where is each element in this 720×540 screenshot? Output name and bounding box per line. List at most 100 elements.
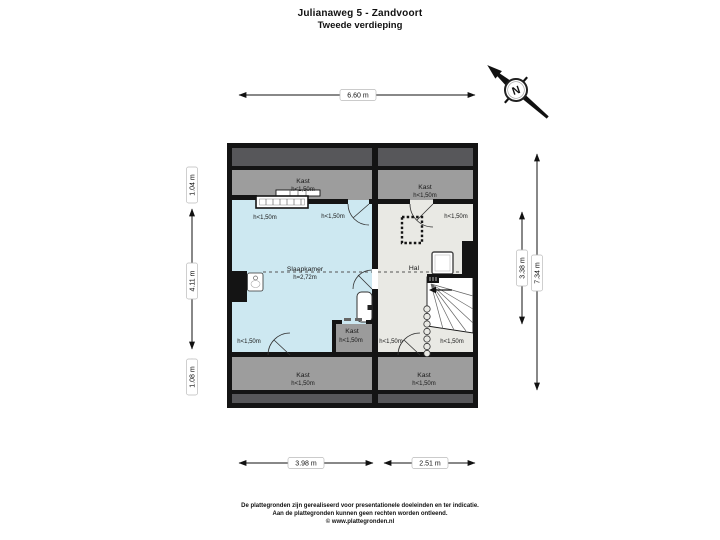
eaves-bottom-left: [232, 394, 372, 403]
dim-label-left-top: 1.04 m: [186, 166, 198, 204]
wall-slaapkamer-bottom-a: [232, 352, 268, 357]
wall-hal-bottom-b: [420, 352, 473, 357]
stairs-top-edge: [427, 274, 473, 278]
svg-text:7.34 m: 7.34 m: [535, 262, 542, 284]
door-kastBR: [397, 332, 421, 356]
label-kast-bottom-right: Kast: [417, 372, 431, 379]
label-h-slaapkamer-mid: h<1,50m: [321, 214, 345, 220]
label-kast-small: Kast: [345, 328, 359, 335]
footer-line-3: © www.plattegronden.nl: [325, 519, 395, 526]
label-kast-top-right-h: h<1,50m: [413, 193, 437, 199]
closet-small-door-tick-a: [344, 318, 351, 321]
stairs-direction-arrow: [429, 286, 452, 294]
eaves-top-left: [232, 148, 372, 166]
door-slaapkamer-hal: [352, 269, 373, 290]
label-h-hal-top: h<1,50m: [444, 214, 468, 220]
label-kast-top-left: Kast: [296, 178, 310, 185]
label-kast-top-left-h: h<1,50m: [291, 187, 315, 193]
svg-text:1.08 m: 1.08 m: [190, 366, 197, 388]
label-hal: Hal: [409, 265, 420, 272]
wall-kastTR-a: [378, 199, 410, 204]
svg-text:3.98 m: 3.98 m: [295, 461, 317, 468]
closet-small-wall-top-a: [332, 320, 342, 324]
closet-small-door-tick-b: [355, 318, 362, 321]
wall-kastTL-c: [369, 199, 372, 204]
boiler-inner: [434, 254, 451, 272]
staircase: [423, 274, 474, 358]
closet-bottom-right: [378, 357, 473, 390]
footer-disclaimer: De plattegronden zijn gerealiseerd voor …: [0, 502, 720, 527]
compass: N: [487, 65, 549, 119]
stairs-entry-ticks: [429, 277, 437, 281]
dim-label-top: 6.60 m: [339, 89, 377, 101]
window-lower: [259, 198, 305, 206]
svg-text:1.04 m: 1.04 m: [190, 174, 197, 196]
stairwell-scallops: [423, 305, 431, 358]
washbasin-left: [247, 272, 264, 292]
title-floor: Tweede verdieping: [317, 20, 403, 31]
closet-top-right: [378, 170, 473, 200]
closet-bottom-left: [232, 357, 372, 390]
svg-text:2.51 m: 2.51 m: [419, 461, 441, 468]
door-opening-center: [372, 269, 378, 289]
washbasin-left-body: [247, 272, 264, 292]
chimney-left: [232, 271, 247, 302]
svg-text:3.38 m: 3.38 m: [520, 257, 527, 279]
compass-ring: [504, 78, 528, 102]
label-slaapkamer-h: h=2,72m: [293, 275, 317, 281]
compass-needle-head: [487, 65, 502, 79]
wall-eaves-right: [378, 166, 473, 170]
wall-slaapkamer-bottom-b: [290, 352, 372, 357]
wall-kastTL-a: [232, 195, 257, 200]
eaves-top-right: [378, 148, 473, 166]
label-kast-small-h: h<1,50m: [339, 338, 363, 344]
compass-ring-inner: [507, 81, 525, 99]
washbasin-left-bowl: [250, 280, 261, 288]
door-kastTL: [347, 203, 370, 226]
svg-text:4.11 m: 4.11 m: [190, 270, 197, 291]
page-title: Julianaweg 5 - Zandvoort Tweede verdiepi…: [0, 8, 720, 31]
dim-label-bottom-left: 3.98 m: [287, 457, 325, 469]
label-h-hal-door: h<1,50m: [379, 339, 403, 345]
closet-small-wall-left: [332, 320, 336, 357]
floor-plan: Kast h<1,50m Kast h<1,50m h<1,50m h<1,50…: [227, 143, 478, 408]
door-kastBL: [267, 332, 291, 356]
label-slaapkamer: Slaapkamer: [287, 266, 324, 273]
label-kast-bottom-left: Kast: [296, 372, 310, 379]
label-h-under-stairs: h<1,50m: [440, 339, 464, 345]
door-kastTR: [409, 203, 434, 228]
washbasin-wall-tap: [367, 305, 372, 310]
boiler-unit: [431, 251, 454, 275]
dim-label-bottom-right: 2.51 m: [411, 457, 449, 469]
wall-kastBR-bottom: [378, 390, 473, 394]
dormer-window: [255, 189, 321, 209]
eaves-bottom-right: [378, 394, 473, 403]
closet-small-wall-top-b: [366, 320, 372, 324]
wall-eaves-left: [232, 166, 372, 170]
title-address: Julianaweg 5 - Zandvoort: [297, 8, 423, 19]
label-kast-bottom-right-h: h<1,50m: [412, 381, 436, 387]
svg-text:6.60 m: 6.60 m: [347, 93, 369, 100]
skylight-dashed: [400, 215, 424, 245]
dimension-lines: 6.60 m 3.98 m 2.51 m 1.04 m 4.11 m 1.: [186, 89, 543, 469]
label-h-slaapkamer-left: h<1,50m: [253, 215, 277, 221]
doors: [267, 203, 434, 356]
compass-north-label: N: [511, 84, 522, 98]
room-labels: Kast h<1,50m Kast h<1,50m h<1,50m h<1,50…: [237, 178, 468, 387]
footer-line-1: De plattegronden zijn gerealiseerd voor …: [241, 503, 479, 509]
window-upper-ticks: [289, 190, 307, 196]
stairs-treads: [430, 283, 474, 332]
wall-kastTL-b: [304, 199, 348, 204]
dim-label-right-outer: 7.34 m: [531, 254, 543, 292]
wall-hal-bottom-a: [378, 352, 398, 357]
dim-label-left-bottom: 1.08 m: [186, 358, 198, 396]
closet-small: [332, 318, 372, 357]
washbasin-wall: [356, 291, 373, 323]
washbasin-left-tap: [253, 275, 258, 281]
footer-line-2: Aan de plattegronden kunnen geen rechten…: [272, 511, 448, 518]
chimney-right: [462, 241, 473, 276]
closet-small-fill: [336, 324, 372, 352]
window-lower-ticks: [265, 199, 302, 205]
